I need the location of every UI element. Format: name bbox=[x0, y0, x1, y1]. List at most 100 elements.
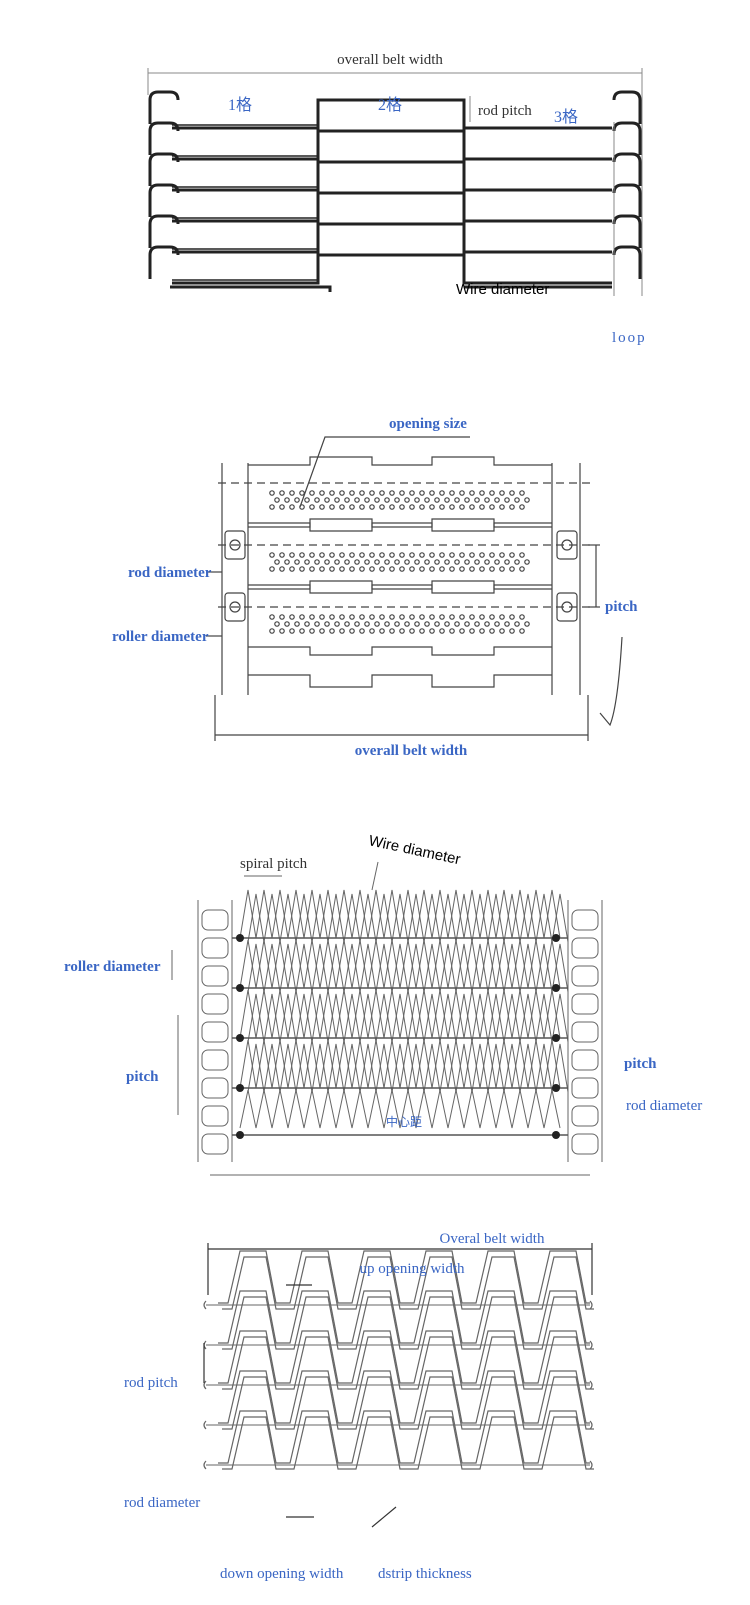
opening-hole bbox=[374, 559, 380, 565]
rod-end bbox=[236, 1131, 244, 1139]
opening-hole bbox=[499, 552, 505, 558]
pitch-left-label: pitch bbox=[126, 1069, 159, 1085]
opening-hole bbox=[474, 559, 480, 565]
opening-hole bbox=[309, 504, 315, 510]
opening-hole bbox=[374, 621, 380, 627]
opening-hole bbox=[469, 614, 475, 620]
strip-wave bbox=[218, 1330, 590, 1384]
opening-hole bbox=[429, 552, 435, 558]
opening-hole bbox=[379, 628, 385, 634]
opening-hole bbox=[329, 566, 335, 572]
opening-hole bbox=[289, 614, 295, 620]
opening-hole bbox=[384, 497, 390, 503]
opening-hole bbox=[269, 628, 275, 634]
opening-hole bbox=[449, 552, 455, 558]
opening-hole bbox=[369, 614, 375, 620]
rod-end bbox=[203, 1380, 207, 1390]
opening-hole bbox=[399, 552, 405, 558]
strip-thickness-leader bbox=[371, 1506, 397, 1528]
opening-hole bbox=[409, 566, 415, 572]
strip-wave bbox=[222, 1336, 594, 1390]
opening-hole bbox=[279, 614, 285, 620]
rod-end bbox=[552, 1034, 560, 1042]
right-loop bbox=[612, 183, 642, 217]
chain-link bbox=[571, 993, 599, 1015]
opening-hole bbox=[304, 497, 310, 503]
opening-hole bbox=[299, 504, 305, 510]
opening-hole bbox=[419, 628, 425, 634]
opening-hole bbox=[369, 552, 375, 558]
opening-hole bbox=[354, 497, 360, 503]
opening-hole bbox=[349, 504, 355, 510]
opening-hole bbox=[359, 628, 365, 634]
wire-diameter-label: Wire diameter bbox=[456, 281, 549, 298]
strip-wave bbox=[218, 1410, 590, 1464]
opening-hole bbox=[309, 552, 315, 558]
opening-hole bbox=[319, 504, 325, 510]
plate-edge bbox=[248, 456, 552, 466]
opening-hole bbox=[349, 614, 355, 620]
opening-hole bbox=[434, 621, 440, 627]
opening-hole bbox=[354, 621, 360, 627]
chain-link bbox=[571, 1049, 599, 1071]
opening-hole bbox=[414, 621, 420, 627]
perforated-chain-belt-diagram: opening size rod diameter roller diamete… bbox=[0, 375, 750, 775]
rod-end bbox=[589, 1460, 593, 1470]
opening-hole bbox=[399, 614, 405, 620]
rod-end bbox=[203, 1420, 207, 1430]
opening-hole bbox=[389, 566, 395, 572]
opening-hole bbox=[519, 552, 525, 558]
rod-end bbox=[203, 1300, 207, 1310]
opening-hole bbox=[359, 504, 365, 510]
opening-hole bbox=[364, 559, 370, 565]
opening-hole bbox=[509, 628, 515, 634]
opening-hole bbox=[419, 614, 425, 620]
opening-hole bbox=[299, 490, 305, 496]
opening-hole bbox=[344, 559, 350, 565]
rod-pitch-label: rod pitch bbox=[124, 1375, 178, 1391]
flat-wire bbox=[172, 129, 612, 161]
opening-hole bbox=[504, 559, 510, 565]
opening-hole bbox=[439, 628, 445, 634]
eye-link-belt-drawing bbox=[203, 1243, 594, 1528]
chain-link bbox=[201, 1133, 229, 1155]
chain-link bbox=[201, 1077, 229, 1099]
opening-hole bbox=[319, 490, 325, 496]
opening-hole bbox=[279, 552, 285, 558]
opening-hole bbox=[399, 566, 405, 572]
opening-hole bbox=[489, 552, 495, 558]
spiral-wire bbox=[239, 939, 561, 989]
opening-hole bbox=[369, 566, 375, 572]
opening-hole bbox=[309, 614, 315, 620]
opening-hole bbox=[504, 621, 510, 627]
opening-hole bbox=[289, 566, 295, 572]
opening-hole bbox=[394, 497, 400, 503]
opening-hole bbox=[314, 497, 320, 503]
strip-wave bbox=[222, 1376, 594, 1430]
opening-hole bbox=[334, 497, 340, 503]
opening-hole bbox=[424, 559, 430, 565]
chain-link bbox=[201, 1021, 229, 1043]
opening-hole bbox=[459, 490, 465, 496]
opening-hole bbox=[494, 559, 500, 565]
rod-end bbox=[552, 1084, 560, 1092]
opening-hole bbox=[469, 566, 475, 572]
opening-hole bbox=[389, 490, 395, 496]
opening-hole bbox=[424, 621, 430, 627]
opening-hole bbox=[394, 559, 400, 565]
bottom-wire bbox=[170, 285, 332, 292]
cell-3-label: 3格 bbox=[554, 108, 578, 126]
spiral-wire bbox=[247, 1043, 569, 1093]
opening-hole bbox=[379, 552, 385, 558]
rod-end bbox=[236, 934, 244, 942]
cell-1-label: 1格 bbox=[228, 96, 252, 114]
opening-hole bbox=[419, 490, 425, 496]
opening-hole bbox=[479, 490, 485, 496]
opening-hole bbox=[369, 628, 375, 634]
opening-hole bbox=[324, 497, 330, 503]
opening-hole bbox=[524, 621, 530, 627]
opening-hole bbox=[294, 621, 300, 627]
opening-hole bbox=[409, 490, 415, 496]
right-loop bbox=[612, 214, 642, 248]
opening-hole bbox=[269, 504, 275, 510]
